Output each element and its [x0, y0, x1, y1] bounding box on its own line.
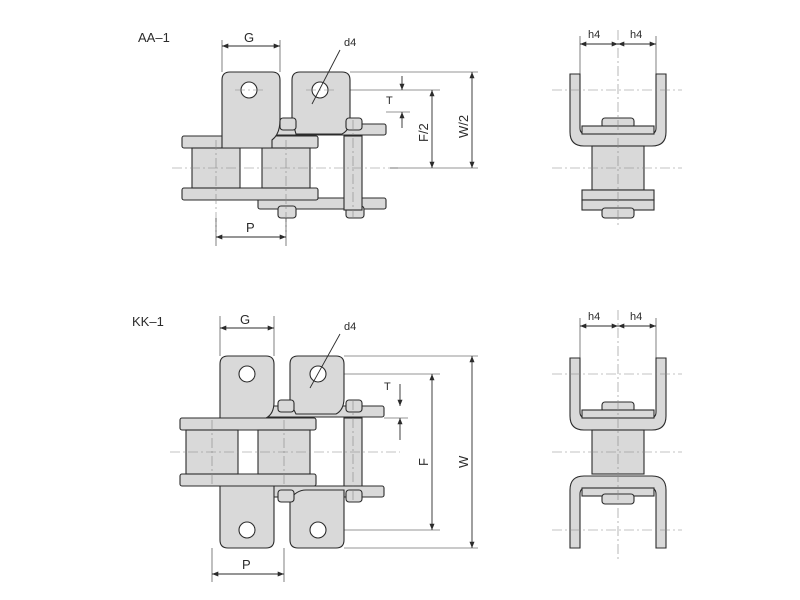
aa1-attachment-tab-left [221, 71, 281, 149]
kk1-label-h4-left: h4 [588, 311, 600, 323]
aa1-front-view: AA–1 G [138, 30, 478, 246]
aa1-d4-leader [311, 49, 341, 105]
aa1-bottom-pin-head [277, 205, 297, 219]
aa1-label-g: G [244, 30, 254, 45]
kk1-label-w: W [456, 455, 471, 468]
kk1-attachment-hole [309, 521, 327, 539]
kk1-label-f: F [416, 458, 431, 466]
aa1-title: AA–1 [138, 30, 170, 45]
aa1-side-view: h4 h4 [552, 29, 682, 226]
kk1-attachment-bottom-right [289, 489, 345, 549]
kk1-attachment-bottom-left [219, 485, 275, 549]
aa1-label-w: W/2 [456, 115, 471, 138]
aa1-pin-head [279, 117, 297, 131]
aa1-label-f: F/2 [416, 123, 431, 142]
kk1-pin-head [345, 399, 363, 413]
aa1-bottom-inner-plate [181, 187, 319, 201]
kk1-top-inner-plate [179, 417, 317, 431]
kk1-side-view: h4 h4 [552, 310, 682, 560]
kk1-attachment-top-right [289, 355, 345, 415]
kk1-pin-head [345, 489, 363, 503]
kk1-attachment-hole [238, 521, 256, 539]
aa1-label-d4: d4 [344, 37, 356, 49]
kk1-d4-leader [309, 333, 341, 389]
kk1-label-t: T [384, 381, 391, 393]
kk1-attachment-top-left [219, 355, 275, 419]
kk1-label-p: P [242, 557, 251, 572]
aa1-pin-head [345, 117, 363, 131]
kk1-pin-head [277, 489, 295, 503]
aa1-label-h4-left: h4 [588, 29, 600, 41]
kk1-bottom-inner-plate [179, 473, 317, 487]
kk1-front-view: KK–1 G [132, 312, 478, 582]
kk1-label-h4-right: h4 [630, 311, 642, 323]
kk1-label-g: G [240, 312, 250, 327]
aa1-label-t: T [386, 95, 393, 107]
aa1-label-p: P [246, 220, 255, 235]
aa1-attachment-tab-right [291, 71, 351, 135]
kk1-attachment-hole [238, 365, 256, 383]
aa1-label-h4-right: h4 [630, 29, 642, 41]
kk1-title: KK–1 [132, 314, 164, 329]
kk1-pin-head [277, 399, 295, 413]
kk1-label-d4: d4 [344, 321, 356, 333]
